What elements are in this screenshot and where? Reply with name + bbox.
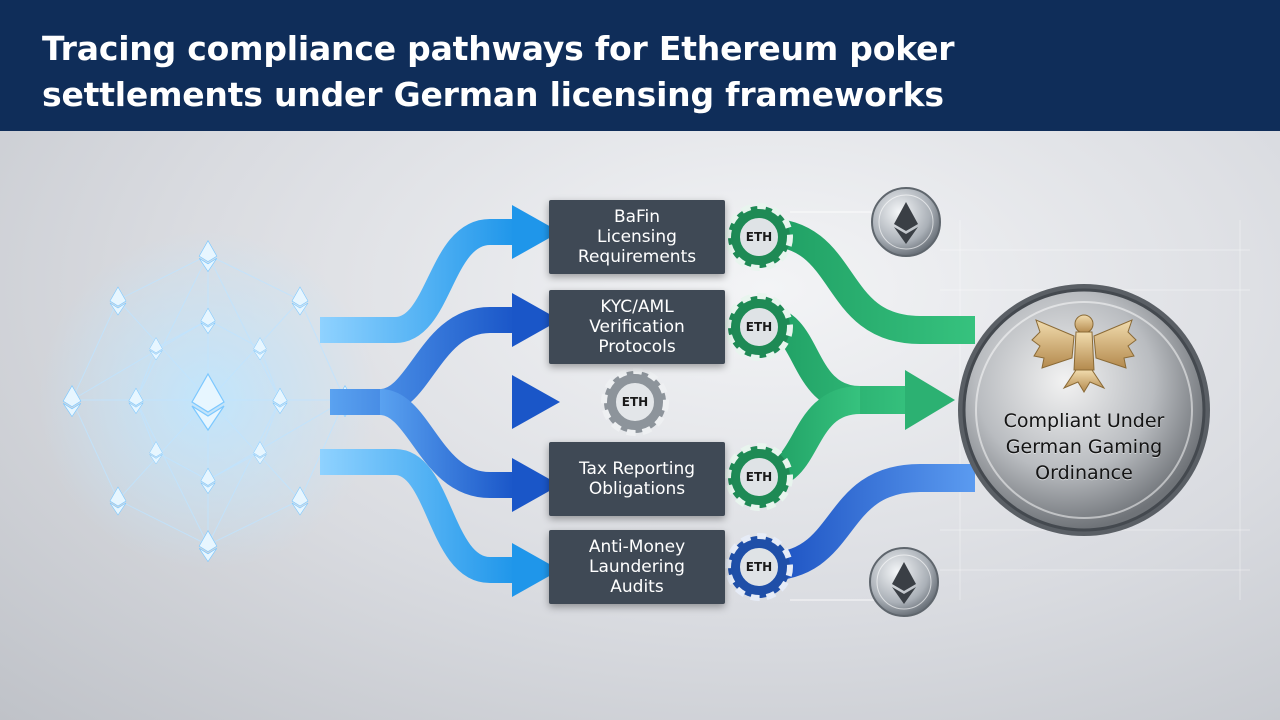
step-bafin-licensing: BaFin Licensing Requirements (549, 200, 725, 274)
arrow-to-tax (378, 389, 515, 498)
outcome-label: Compliant Under German Gaming Ordinance (1003, 410, 1165, 484)
output-arrows (763, 211, 975, 601)
green-arrow-top (764, 218, 975, 344)
step-label: BaFin Licensing Requirements (577, 207, 697, 267)
chip-label: ETH (746, 560, 772, 574)
header-banner: Tracing compliance pathways for Ethereum… (0, 0, 1280, 131)
blue-arrow-aml (764, 464, 975, 581)
page-title: Tracing compliance pathways for Ethereum… (42, 29, 955, 114)
ethereum-coin-icon (869, 187, 941, 617)
ethereum-network-icon (38, 230, 378, 570)
compliance-diagram: ETH ETH ETH ETH ETH (38, 187, 1250, 617)
chip-label: ETH (746, 470, 772, 484)
eth-chip-icon: ETH ETH ETH ETH ETH (601, 203, 793, 601)
chip-label: ETH (746, 320, 772, 334)
step-label: Anti-Money Laundering Audits (588, 537, 686, 597)
chip-label: ETH (746, 230, 772, 244)
chip-label: ETH (622, 395, 648, 409)
input-arrows (320, 205, 560, 597)
step-label: KYC/AML Verification Protocols (589, 297, 685, 357)
step-tax-reporting: Tax Reporting Obligations (549, 442, 725, 516)
german-eagle-icon (1031, 314, 1137, 393)
arrow-to-bafin (320, 219, 515, 343)
step-label: Tax Reporting Obligations (578, 459, 696, 499)
compliance-seal (958, 284, 1210, 536)
arrow-to-aml (320, 449, 515, 583)
step-kyc-aml: KYC/AML Verification Protocols (549, 290, 725, 364)
step-aml-audits: Anti-Money Laundering Audits (549, 530, 725, 604)
